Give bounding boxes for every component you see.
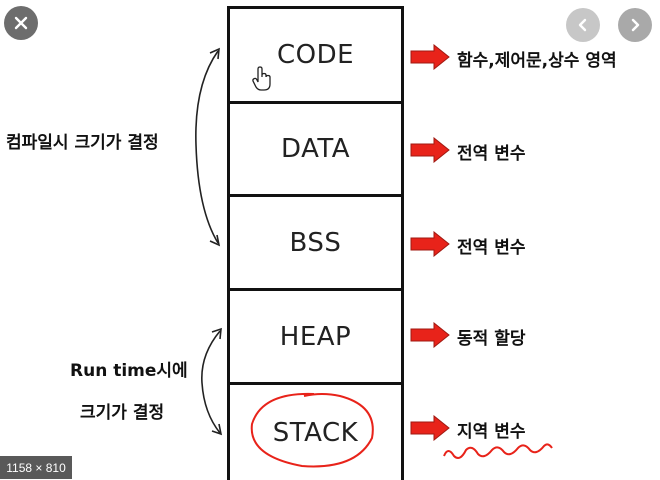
segment-data-label: DATA — [281, 134, 350, 164]
desc-heap: 동적 할당 — [457, 329, 526, 349]
desc-stack: 지역 변수 — [457, 422, 526, 442]
arrow-heap — [410, 322, 450, 348]
image-dimensions-badge: 1158 × 810 — [0, 456, 72, 479]
runtime-note-line1: Run time시에 — [70, 361, 188, 381]
arrow-bss — [410, 231, 450, 257]
previous-image-button[interactable] — [566, 8, 600, 42]
segment-heap-label: HEAP — [279, 321, 352, 352]
stack-circle-annotation — [250, 392, 374, 468]
close-icon — [14, 16, 28, 30]
desc-data: 전역 변수 — [457, 144, 526, 164]
compile-time-note: 컴파일시 크기가 결정 — [6, 133, 159, 153]
segment-stack-label: STACK — [272, 417, 359, 448]
chevron-right-icon — [631, 18, 640, 32]
segment-bss: BSS — [227, 197, 404, 291]
arrow-code — [410, 44, 450, 70]
memory-column-top-border — [227, 6, 404, 9]
runtime-bracket — [201, 327, 223, 436]
desc-code: 함수,제어문,상수 영역 — [457, 51, 617, 71]
runtime-note-line2: 크기가 결정 — [80, 403, 165, 423]
arrow-data — [410, 137, 450, 163]
desc-bss: 전역 변수 — [457, 238, 526, 258]
segment-bss-label: BSS — [289, 227, 342, 258]
next-image-button[interactable] — [618, 8, 652, 42]
segment-stack: STACK — [227, 385, 404, 480]
segment-code-label: CODE — [276, 40, 355, 70]
chevron-left-icon — [578, 18, 587, 32]
arrow-stack — [410, 415, 450, 441]
segment-heap: HEAP — [227, 291, 404, 385]
compile-time-bracket — [195, 47, 221, 247]
segment-code: CODE — [227, 9, 404, 104]
squiggle-underline-annotation — [443, 443, 553, 459]
close-button[interactable] — [4, 6, 38, 40]
segment-data: DATA — [227, 104, 404, 197]
hand-cursor-icon — [252, 66, 271, 91]
